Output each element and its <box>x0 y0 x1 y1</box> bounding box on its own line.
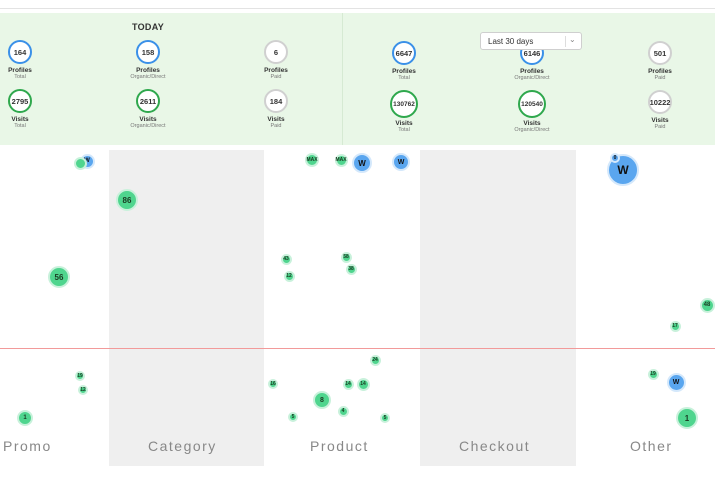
bubble-marker[interactable]: MAX <box>334 153 348 167</box>
metric-sublabel: Total <box>14 123 26 129</box>
bubble-marker[interactable]: 43 <box>280 253 292 265</box>
metric-ring: 164 <box>8 40 32 64</box>
metric-ring: 501 <box>648 41 672 65</box>
bubble-marker[interactable]: 14 <box>342 378 354 390</box>
metric-label: Visits <box>267 116 285 123</box>
bubble-marker[interactable]: 17 <box>669 320 681 332</box>
bubble-marker[interactable]: 0 <box>610 153 620 163</box>
bubble-marker[interactable]: 24 <box>369 354 381 366</box>
metric-sublabel: Organic/Direct <box>130 74 166 80</box>
metric-ring: 120540 <box>518 90 546 118</box>
threshold-line <box>0 348 715 349</box>
bubble-marker[interactable]: 38 <box>345 263 357 275</box>
bubble-marker[interactable]: W <box>392 153 410 171</box>
column-label-product: Product <box>310 438 369 454</box>
column-label-checkout: Checkout <box>459 438 531 454</box>
bubble-marker[interactable]: 8 <box>313 391 331 409</box>
checkout-column-band <box>420 150 576 466</box>
metric-sublabel: Paid <box>654 124 666 130</box>
bubble-marker[interactable]: 58 <box>340 251 352 263</box>
bubble-marker[interactable]: 86 <box>116 189 138 211</box>
bubble-marker[interactable]: W <box>666 372 686 392</box>
metric-sublabel: Total <box>398 75 410 81</box>
metric-label: Profiles <box>648 68 672 75</box>
metric-sublabel: Organic/Direct <box>130 123 166 129</box>
bubble-marker[interactable]: 1 <box>676 407 698 429</box>
bubble-marker[interactable]: 16 <box>268 379 278 389</box>
bubble-marker[interactable]: 48 <box>699 297 715 313</box>
column-label-promo: Promo <box>3 438 52 454</box>
metric-ring: 10222 <box>648 90 672 114</box>
metric-label: Visits <box>523 120 541 127</box>
bubble-marker[interactable]: 1 <box>17 410 33 426</box>
bubble-marker[interactable]: 19 <box>647 368 659 380</box>
panel-divider <box>342 13 343 145</box>
metric-sublabel: Organic/Direct <box>514 127 550 133</box>
date-range-value: Last 30 days <box>488 37 534 46</box>
bubble-marker[interactable]: 12 <box>78 385 88 395</box>
bubble-marker[interactable]: 4 <box>337 405 349 417</box>
metric-label: Visits <box>651 117 669 124</box>
metric-ring: 2611 <box>136 89 160 113</box>
metric-label: Profiles <box>392 68 416 75</box>
column-label-other: Other <box>630 438 673 454</box>
bubble-marker[interactable]: W <box>352 153 372 173</box>
bubble-marker[interactable]: MAX <box>305 153 319 167</box>
metric-sublabel: Total <box>398 127 410 133</box>
select-separator <box>565 36 566 47</box>
bubble-marker[interactable]: 14 <box>356 377 370 391</box>
metric-sublabel: Paid <box>270 123 282 129</box>
metric-label: Visits <box>11 116 29 123</box>
metric-ring: 6 <box>264 40 288 64</box>
top-border <box>0 8 715 9</box>
metric-label: Profiles <box>264 67 288 74</box>
metric-ring: 2795 <box>8 89 32 113</box>
bubble-marker[interactable]: 56 <box>48 266 70 288</box>
bubble-marker[interactable]: 5 <box>380 413 390 423</box>
date-range-select[interactable]: Last 30 days ⌄ <box>480 32 582 50</box>
bubble-marker[interactable] <box>73 156 87 170</box>
metric-ring: 130762 <box>390 90 418 118</box>
metric-ring: 6647 <box>392 41 416 65</box>
bubble-marker[interactable]: 12 <box>283 270 295 282</box>
metric-sublabel: Paid <box>270 74 282 80</box>
chevron-down-icon: ⌄ <box>569 35 576 44</box>
bubble-marker[interactable]: 19 <box>75 371 85 381</box>
metric-label: Profiles <box>136 67 160 74</box>
today-heading: TODAY <box>131 22 164 32</box>
metric-sublabel: Paid <box>654 75 666 81</box>
metric-ring: 158 <box>136 40 160 64</box>
metric-ring: 184 <box>264 89 288 113</box>
metric-sublabel: Total <box>14 74 26 80</box>
metric-label: Visits <box>395 120 413 127</box>
metric-label: Profiles <box>8 67 32 74</box>
bubble-marker[interactable]: 5 <box>288 412 298 422</box>
metric-sublabel: Organic/Direct <box>514 75 550 81</box>
metric-label: Visits <box>139 116 157 123</box>
metric-label: Profiles <box>520 68 544 75</box>
column-label-category: Category <box>148 438 217 454</box>
